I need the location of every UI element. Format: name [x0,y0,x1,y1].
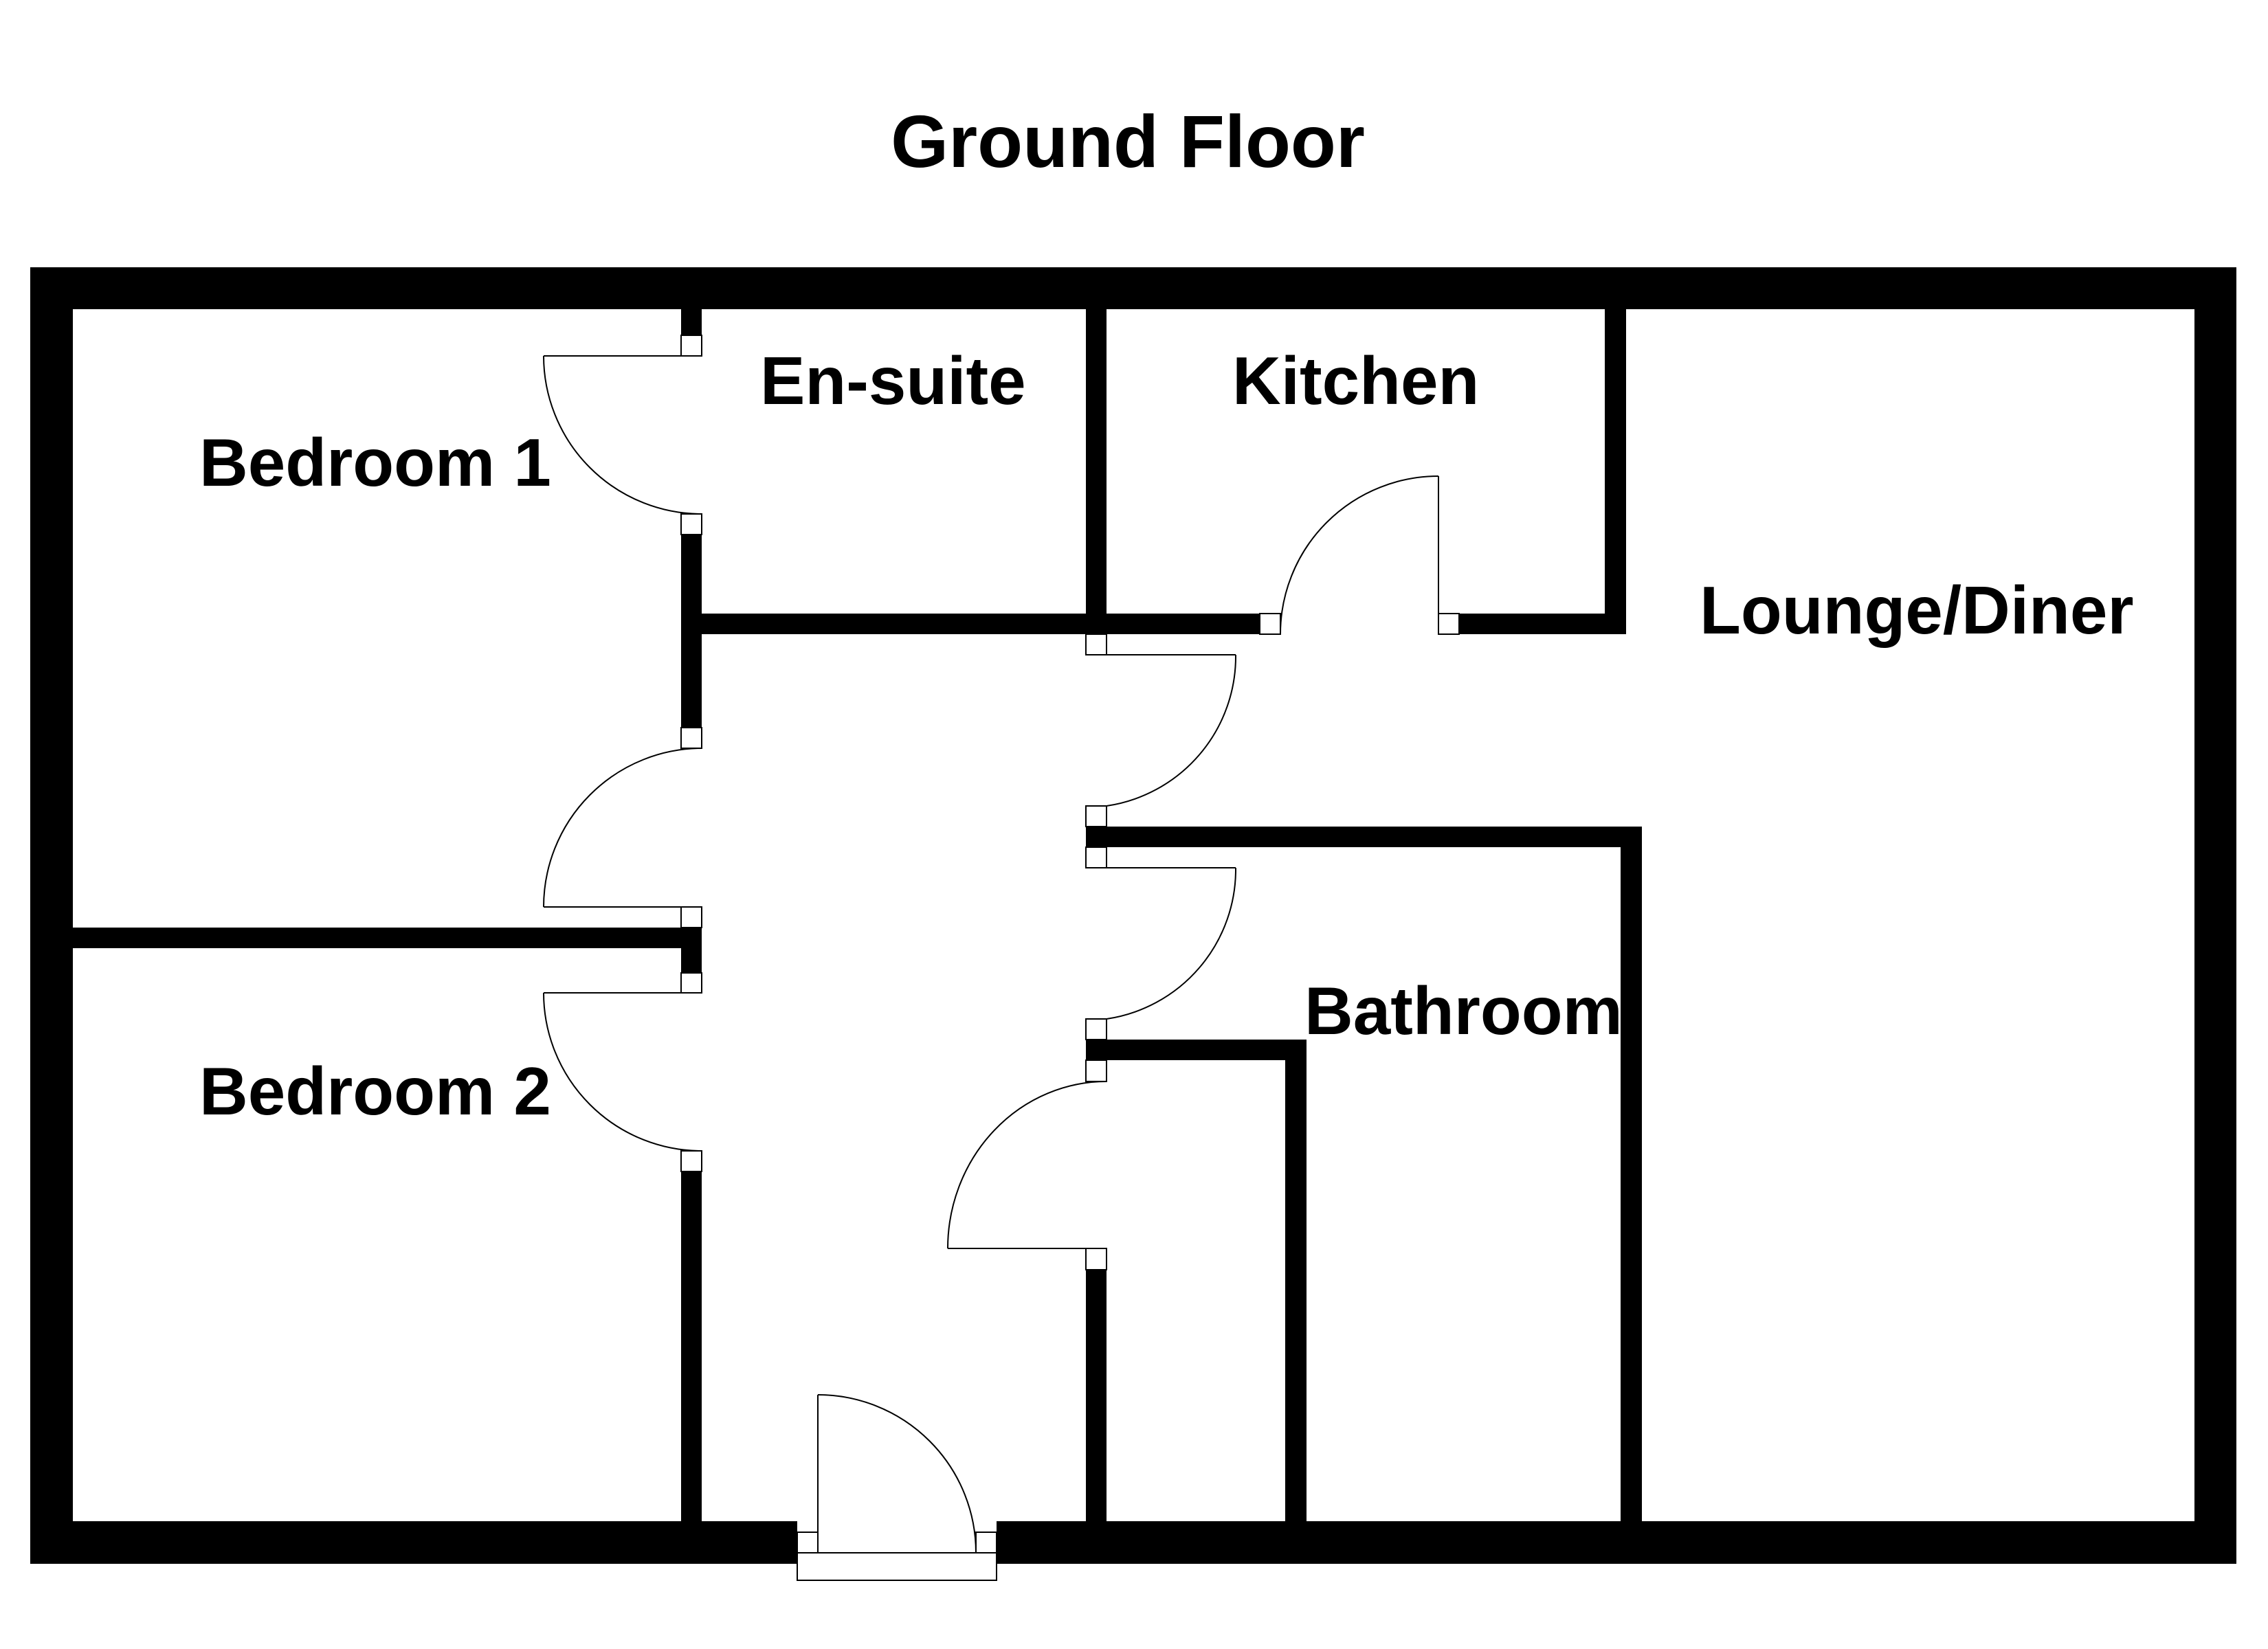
door-bedroom2[interactable] [543,972,702,1172]
outer-wall-left [30,267,73,1564]
floor-title: Ground Floor [891,100,1365,183]
wall-bathroom-right [1621,827,1642,1521]
outer-wall-top [30,267,2236,309]
wall-cupboard-right [1285,1040,1307,1521]
outer-wall-bottom-left [30,1521,797,1564]
door-bathroom[interactable] [1085,846,1237,1040]
room-label-ensuite: En-suite [760,343,1026,418]
door-kitchen[interactable] [1259,475,1460,635]
room-label-bedroom2: Bedroom 2 [199,1053,551,1129]
wall-ensuite-kitchen [1086,309,1107,614]
wall-kitchen-bottom-right [1459,614,1626,634]
wall-bed2-hall-lower [681,1171,702,1521]
wall-ensuite-bottom [702,614,1260,634]
outer-walls [30,267,2236,1564]
wall-cupboard-left [1086,1270,1107,1521]
wall-cupboard-top [1086,1040,1307,1060]
outer-wall-right [2194,267,2236,1564]
door-front-entrance[interactable] [797,1394,997,1581]
door-bedroom1[interactable] [543,727,702,928]
room-label-bathroom: Bathroom [1304,973,1623,1048]
wall-bedroom-divider [73,928,702,948]
outer-wall-bottom-right [997,1521,2236,1564]
wall-bed1-hall-upper [681,535,702,728]
wall-bed1-ensuite-top [681,309,702,335]
door-threshold [797,1552,997,1581]
door-lounge[interactable] [1085,633,1237,827]
door-cupboard[interactable] [947,1059,1107,1270]
room-label-lounge-diner: Lounge/Diner [1700,572,2134,648]
wall-bathroom-top [1086,827,1642,847]
door-ensuite[interactable] [543,335,702,535]
room-label-kitchen: Kitchen [1232,343,1479,418]
internal-walls [73,309,1642,1521]
wall-kitchen-right [1605,309,1626,634]
room-label-bedroom1: Bedroom 1 [199,425,551,500]
